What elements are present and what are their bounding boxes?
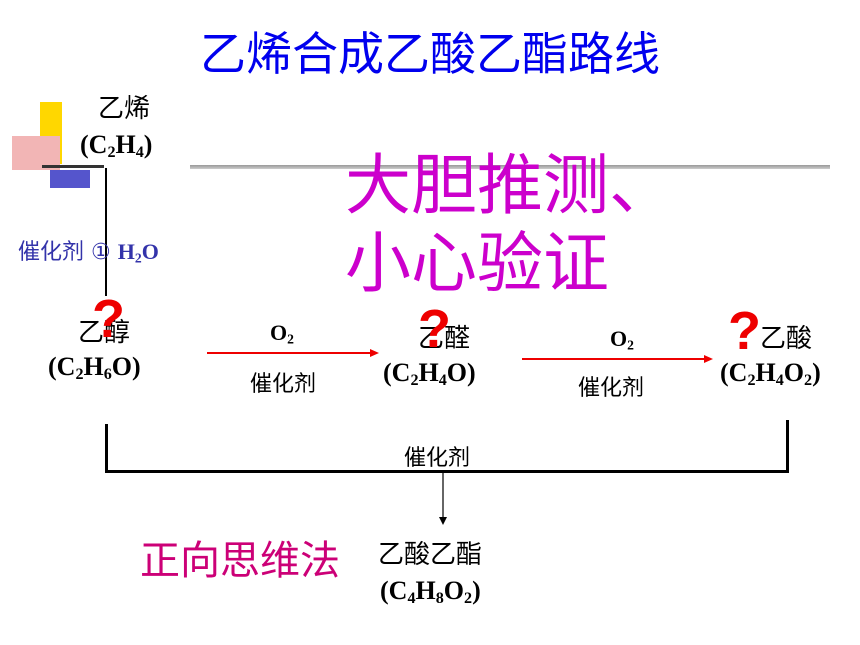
slogan-line1: 大胆推测、	[345, 147, 675, 224]
ethanol-name: 乙醇	[78, 318, 131, 348]
ethanol-formula: (C2H6O)	[48, 352, 141, 384]
acetic-acid-formula: (C2H4O2)	[720, 358, 821, 390]
question-mark-ethanol: ?	[92, 289, 125, 349]
step1-reagent: H2O	[117, 239, 159, 266]
question-mark-acetic-acid: ?	[728, 301, 761, 361]
decor-square-red	[12, 136, 60, 170]
arrow2	[522, 355, 713, 363]
down-arrow	[439, 472, 447, 525]
acetic-acid-name: 乙酸	[760, 324, 813, 354]
bracket-catalyst: 催化剂	[404, 446, 471, 471]
arrow2-catalyst: 催化剂	[578, 376, 645, 401]
method-label: 正向思维法	[140, 538, 340, 584]
arrow1	[207, 349, 379, 357]
step1-number: ①	[91, 240, 111, 265]
decor-gray-rule	[190, 165, 830, 169]
bracket-left	[105, 424, 108, 472]
acetaldehyde-name: 乙醛	[418, 324, 471, 354]
bracket-bottom	[105, 470, 789, 473]
slogan-line2: 小心验证	[345, 225, 609, 302]
step1-line	[105, 168, 107, 296]
ethyl-acetate-formula: (C4H8O2)	[380, 576, 481, 608]
arrow2-reagent: O2	[610, 326, 634, 353]
arrow1-catalyst: 催化剂	[250, 372, 317, 397]
acetaldehyde-formula: (C2H4O)	[383, 358, 476, 390]
decor-square-blue	[50, 170, 90, 188]
arrow1-reagent: O2	[270, 320, 294, 347]
page-title: 乙烯合成乙酸乙酯路线	[200, 27, 660, 81]
bracket-right	[786, 420, 789, 472]
ethylene-formula: (C2H4)	[80, 130, 153, 162]
question-mark-acetaldehyde: ?	[418, 299, 451, 359]
decor-line-black	[42, 165, 104, 168]
step1-catalyst: 催化剂	[18, 240, 85, 265]
ethyl-acetate-name: 乙酸乙酯	[378, 540, 483, 570]
step1-label: 催化剂 ① H2O	[18, 234, 159, 266]
ethylene-name: 乙烯	[98, 94, 151, 124]
